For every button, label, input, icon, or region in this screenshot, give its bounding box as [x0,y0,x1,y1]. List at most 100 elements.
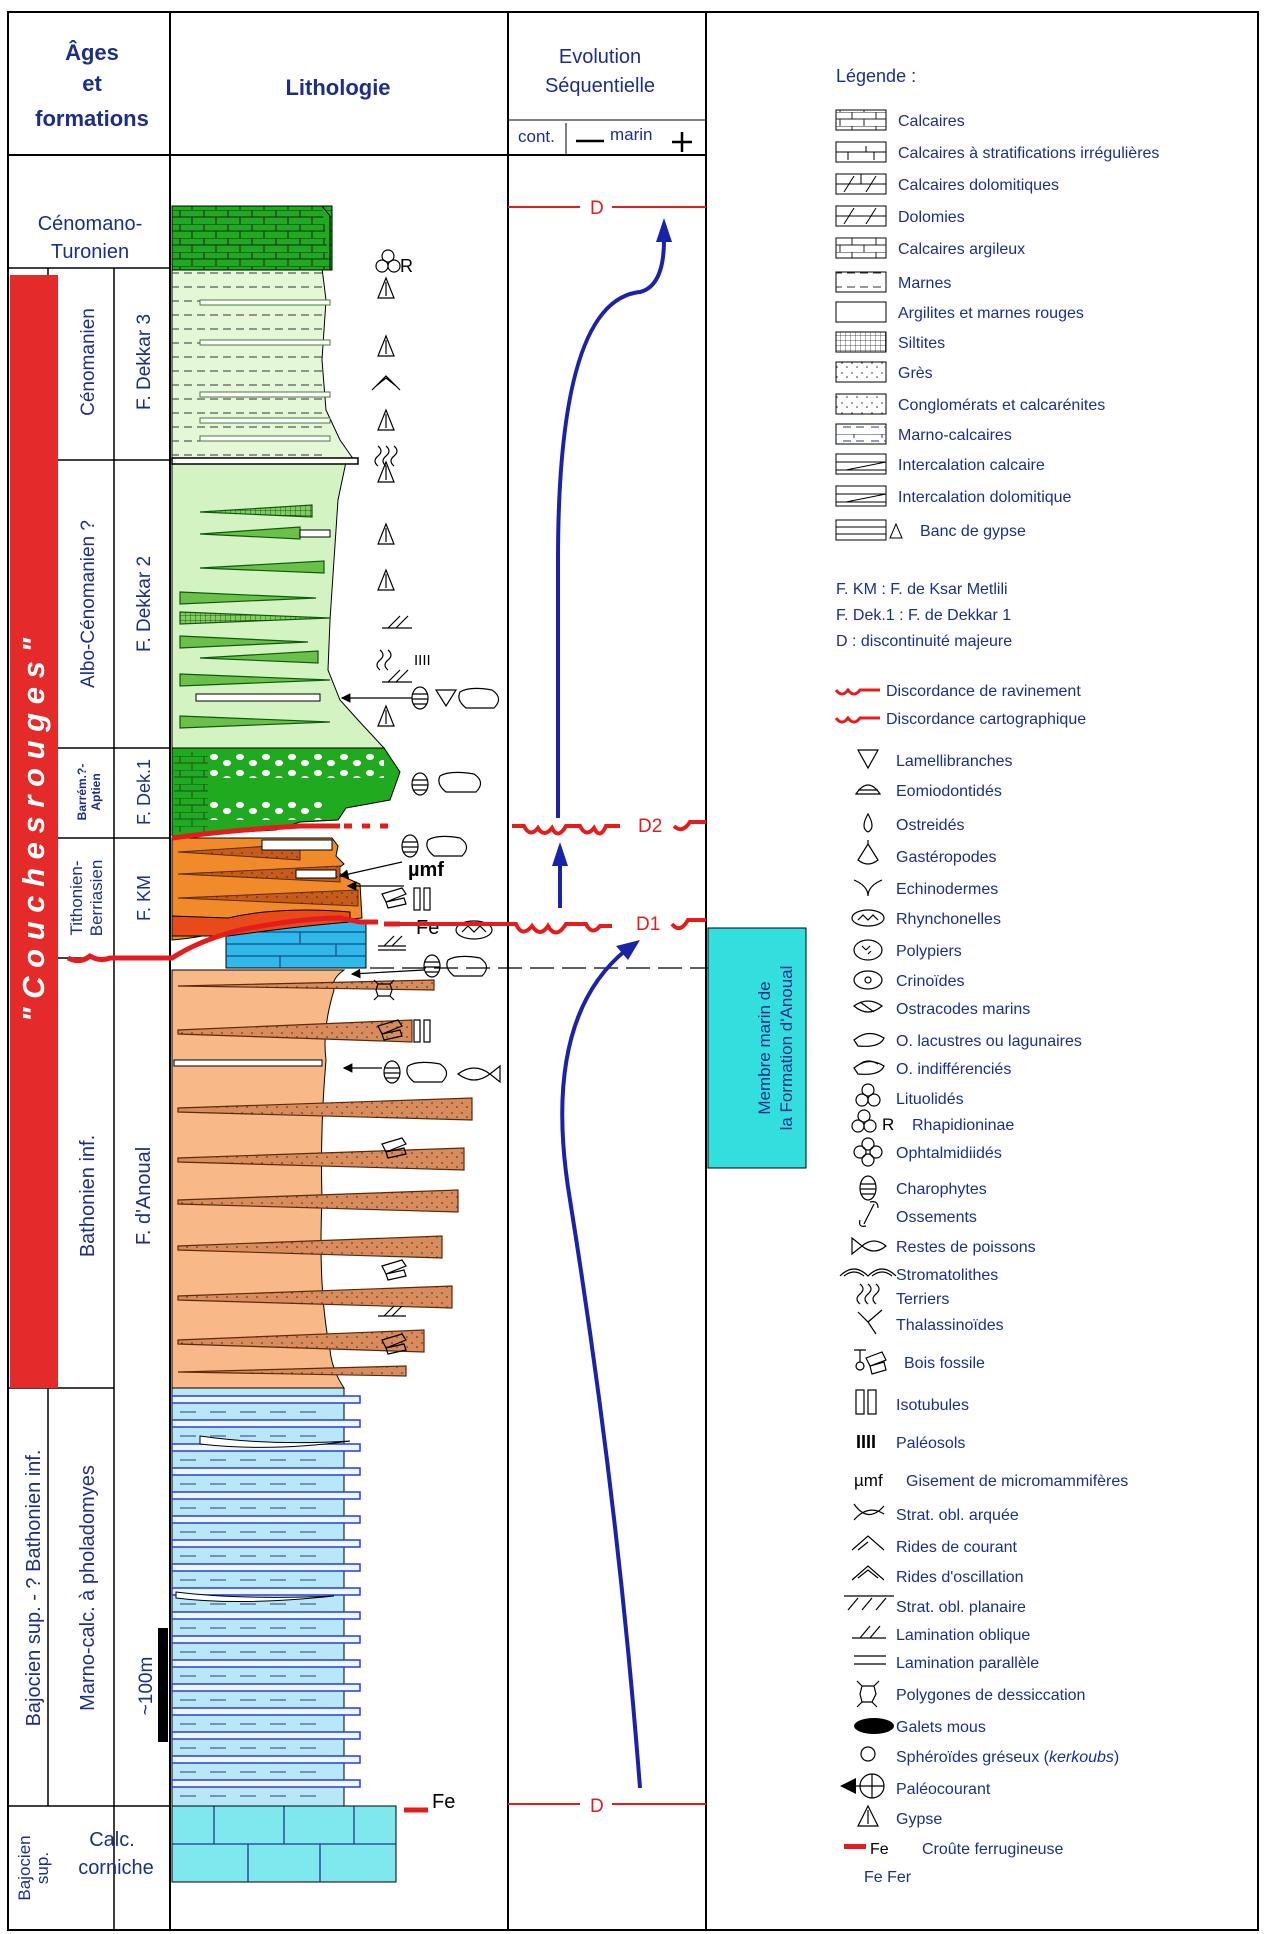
sandstone-texture [178,1148,464,1170]
litho-dekkar2 [171,461,386,749]
ostracod-icon-2 [438,771,482,793]
legend-item-label: Dolomies [898,209,965,226]
legend-symbol-label: Ossements [896,1209,977,1226]
paleosol-icon: IIII [856,1432,876,1452]
legend-swatch-pattern [836,424,886,444]
dekkar2-green-bed [179,591,317,605]
dekkar2-silt-texture [180,612,330,624]
burrow-icon [856,1283,880,1305]
sandstone-texture [178,1236,442,1258]
header-ages-1: Âges [65,40,119,65]
fe-label-2: Fe [432,1791,455,1813]
fossil-wood-icon-2 [377,1019,403,1041]
legend-symbol-label: Crinoïdes [896,973,964,990]
rhapidioninae-R: R [882,1115,894,1134]
evo-marin-label: marin [610,125,653,144]
litho-dekkar3-top-bar [171,457,359,465]
legend-symbol-label: Gastéropodes [896,849,997,866]
dekkar3-limestone-bed [199,391,331,398]
rhynchonelle-ribs [857,914,879,921]
legend-swatch-lines [836,526,886,535]
pointer-arrow-4 [350,968,425,979]
couches-rouges-label: " C o u c h e s r o u g e s " [16,637,51,1023]
legend-swatch-congl [836,394,886,414]
legend-discordance-label: Discordance cartographique [886,711,1086,728]
legend-symbol-label: Sphéroïdes gréseux (kerkoubs) [896,1749,1119,1766]
rhapidioninae-R: R [400,256,413,276]
age-column: Cénomano- Turonien " C o u c h e s r o u… [10,213,168,1901]
marl-limestone-band [171,1539,361,1548]
dekkar2-green-bed [179,715,331,729]
litho-fdek1-congl-top [206,752,384,778]
scale-100m: ~100m [136,1657,157,1716]
thalassinoid-icon [857,1309,883,1335]
legend-symbol-label: Croûte ferrugineuse [922,1841,1064,1858]
legend-symbol-label: Charophytes [896,1181,987,1198]
age-tithonien-1: Tithonien- [67,861,86,936]
legend-symbol-label: Polypiers [896,943,962,960]
lithology-column [171,205,473,1883]
legend-symbol-label: Lamellibranches [896,753,1013,770]
formation-dekkar2: F. Dekkar 2 [134,556,155,652]
legend-symbol-label: Paléosols [896,1435,965,1452]
marine-member-label-1: Membre marin de [755,981,774,1114]
legend-symbol-label: Lamination parallèle [896,1655,1039,1672]
litho-ct-calc [172,206,332,270]
age-bajocien-bathonien: Bajocien sup. - ? Bathonien inf. [23,1450,45,1727]
legend-item-label: Calcaires à stratifications irrégulières [898,145,1159,162]
desiccation-polygon-icon [373,979,395,1001]
d-bottom-label: D [590,1796,604,1817]
stromatolite-icon [839,1268,897,1277]
isotubule-icon [413,887,421,911]
oblique-lamination-icon-5 [378,1305,406,1317]
isotubule-icon-3 [413,1019,421,1043]
header-lithologie: Lithologie [285,75,390,100]
fkm-sand-texture [178,890,358,906]
legend-symbol-label: Isotubules [896,1397,969,1414]
planar-cross-bedding-icon [844,1595,894,1611]
legend-item-label: Argilites et marnes rouges [898,305,1084,322]
lituolid-icon [861,1083,875,1097]
marl-limestone-band [171,1779,361,1788]
marl-limestone-band [171,1611,361,1620]
iron-crust-icon [844,1844,866,1849]
isotubule-icon-4 [423,1019,431,1043]
micromammal-icon: µmf [854,1471,883,1490]
formation-dek1: F. Dek.1 [134,759,154,825]
legend-symbol-label: Rhynchonelles [896,911,1001,928]
sandstone-texture [178,1020,412,1042]
couches-rouges-band [10,275,58,1388]
d2-label: D2 [638,816,662,837]
ostracod-icon-3 [426,835,468,857]
formation-km: F. KM [134,875,154,921]
marl-limestone-band [171,1467,361,1476]
legend-symbol-label: Eomiodontidés [896,783,1002,800]
litho-fdek1-calc [174,752,208,832]
legend-symbol-label: Echinodermes [896,881,998,898]
legend-symbol-label: Polygones de dessiccation [896,1687,1085,1704]
dekkar2-white-tip [299,529,331,538]
formation-calc-corniche-2: corniche [78,1857,154,1879]
header-ages-2: et [82,71,102,96]
legend-item-label: Calcaires [898,113,965,130]
fossil-wood-icon-4 [381,1259,407,1281]
gypsum-icon [377,522,395,545]
discordance-d1 [400,922,612,935]
polypier-icon [853,939,883,961]
legend-title: Légende : [836,66,916,86]
legend-symbol-label: Rhapidioninae [912,1117,1014,1134]
dekkar2-green-bed [199,560,325,574]
ophtalmidiid-icon [869,1145,883,1159]
dekkar3-limestone-bed [199,299,331,306]
discordance-d1-litho [66,915,378,964]
age-cenomano-turonien-1: Cénomano- [38,213,143,235]
charophyte-lines [860,1183,876,1195]
legend-symbol-label: Lamination oblique [896,1627,1030,1644]
gypsum-icon [377,704,395,727]
legend-symbol-label: O. indifférenciés [896,1061,1011,1078]
sandstone-texture [178,1190,458,1212]
gypsum-icon [377,408,395,431]
marine-member-label-2: la Formation d'Anoual [777,966,796,1131]
legend-swatch-irregular [836,146,886,160]
